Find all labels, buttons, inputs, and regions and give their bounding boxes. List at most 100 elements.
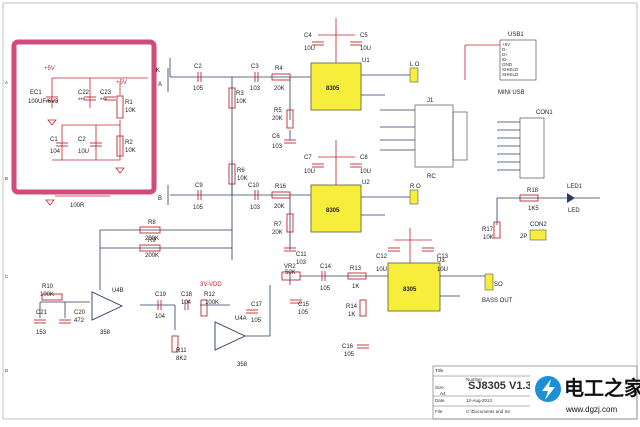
usb-pin: SHIELD <box>502 72 519 77</box>
u4a-value: 358 <box>237 362 248 368</box>
r11-value: 8K2 <box>176 356 187 362</box>
c16-label: C16 <box>342 344 354 350</box>
r4-value: 20K <box>274 86 285 92</box>
r13-label: R13 <box>350 266 362 272</box>
c17-value: 105 <box>251 318 262 324</box>
r16-value: 20K <box>274 204 285 210</box>
r2-label: R2 <box>125 140 133 146</box>
frame-row-d: D <box>5 368 9 373</box>
r12-label: R12 <box>204 292 216 298</box>
c4-value: 10U <box>304 46 315 52</box>
c2-value: 105 <box>193 86 204 92</box>
usb-pin: ID <box>502 57 507 62</box>
c16-value: 105 <box>344 352 355 358</box>
con1-label: CON1 <box>536 110 553 116</box>
usb-label: USB1 <box>508 32 524 38</box>
con2-label: CON2 <box>530 222 547 228</box>
u4b-opamp <box>91 291 124 321</box>
watermark: 电工之家 www.dgzj.com <box>530 370 640 418</box>
led-value: LED <box>568 208 580 214</box>
u3-label: U3 <box>437 258 445 264</box>
r14-label: R14 <box>346 304 358 310</box>
c1-value: 104 <box>50 149 61 155</box>
c7-label: C7 <box>304 155 312 161</box>
lo-label: L O <box>410 62 420 68</box>
file-label: File <box>435 409 443 414</box>
c10-value: 103 <box>250 205 261 211</box>
usb-type-label: MINI USB <box>498 90 525 96</box>
size-label: Size <box>435 385 444 390</box>
r4-label: R4 <box>275 66 283 72</box>
c3-label: C3 <box>251 64 259 70</box>
c11-label: C11 <box>296 252 307 258</box>
date-label: Date <box>435 398 445 403</box>
r10-label: R10 <box>42 284 54 290</box>
bass-out-label: BASS OUT <box>482 298 513 304</box>
rc-label: RC <box>427 174 436 180</box>
size-value: A4 <box>440 391 446 396</box>
r7-label: R7 <box>274 222 282 228</box>
r8-value: 200K <box>145 236 159 242</box>
r9-label: R9 <box>148 238 156 244</box>
c2-power-label: C2 <box>78 137 86 143</box>
highlight-box <box>11 39 157 195</box>
c8-value: 10U <box>360 169 371 175</box>
u4a-opamp <box>214 321 247 351</box>
vdd-label: 3V-VDD <box>200 282 222 288</box>
c19-label: C19 <box>155 292 167 298</box>
r18-value: 1K5 <box>528 206 539 212</box>
usb-pin: SHIELD <box>502 67 519 72</box>
bass-section: R10 100K C21 153 C20 472 U4B 358 C19 104… <box>34 228 513 368</box>
frame-row-a: A <box>5 80 8 85</box>
vr2-label: VR2 <box>284 264 296 270</box>
c20-label: C20 <box>74 310 86 316</box>
frame-row-c: C <box>5 274 9 279</box>
date-value: 12-Aug-2013 <box>466 398 493 403</box>
con2-2p-label: 2P <box>520 234 527 240</box>
vcc-label-2: +5V <box>116 80 127 86</box>
r5-value: 20K <box>272 116 283 122</box>
u3-chip <box>387 262 441 312</box>
u2-label: U2 <box>362 180 370 186</box>
c17-label: C17 <box>251 302 263 308</box>
r6-label: R6 <box>237 168 245 174</box>
u2-chip-label: 8305 <box>326 208 340 214</box>
led-label: LED1 <box>567 184 583 190</box>
so-label: SO <box>494 282 503 288</box>
r6-value: 10K <box>237 176 248 182</box>
right-channel: B R6 10K C9 105 C10 103 R16 20K R7 20K C… <box>99 140 421 290</box>
c5-label: C5 <box>360 33 368 39</box>
c13-label: C13 <box>437 254 449 260</box>
power-section: EC1 100UF/6V3 C22 *** C23 *** R1 10K C1 … <box>28 66 148 209</box>
c11-value: 103 <box>296 260 307 266</box>
c4-label: C4 <box>304 33 312 39</box>
c2-label: C2 <box>194 64 202 70</box>
r10-value: 100K <box>40 292 54 298</box>
c20-value: 472 <box>74 318 85 324</box>
r16-label: R16 <box>275 184 287 190</box>
c15-label: C15 <box>298 302 310 308</box>
r9-value: 200K <box>145 253 159 259</box>
file-value: C:\Documents and Se <box>466 409 511 414</box>
c23-label: C23 <box>100 90 112 96</box>
u4b-label: U4B <box>112 288 124 294</box>
c21-value: 153 <box>36 330 47 336</box>
vr2-value: 50K <box>285 270 296 276</box>
pot-a: A <box>158 82 162 88</box>
connectors: J1 RC USB1 MINI USB +5V D- D+ ID GND SHI… <box>380 32 600 241</box>
u1-label: U1 <box>362 58 370 64</box>
ec1-label: EC1 <box>30 90 42 96</box>
r18-label: R18 <box>527 188 539 194</box>
r11-label: R11 <box>176 348 187 354</box>
c7-value: 10U <box>304 169 315 175</box>
r1-label: R1 <box>125 100 133 106</box>
usb-pin: GND <box>502 62 513 67</box>
c21-label: C21 <box>36 310 48 316</box>
c15-value: 105 <box>298 310 309 316</box>
r100-label: 100R <box>70 203 85 209</box>
u3-chip-label: 8305 <box>403 287 417 293</box>
c22-value: *** <box>78 98 86 104</box>
pot-b: B <box>158 196 162 202</box>
c19-value: 104 <box>155 314 166 320</box>
watermark-url: www.dgzj.com <box>565 405 617 414</box>
